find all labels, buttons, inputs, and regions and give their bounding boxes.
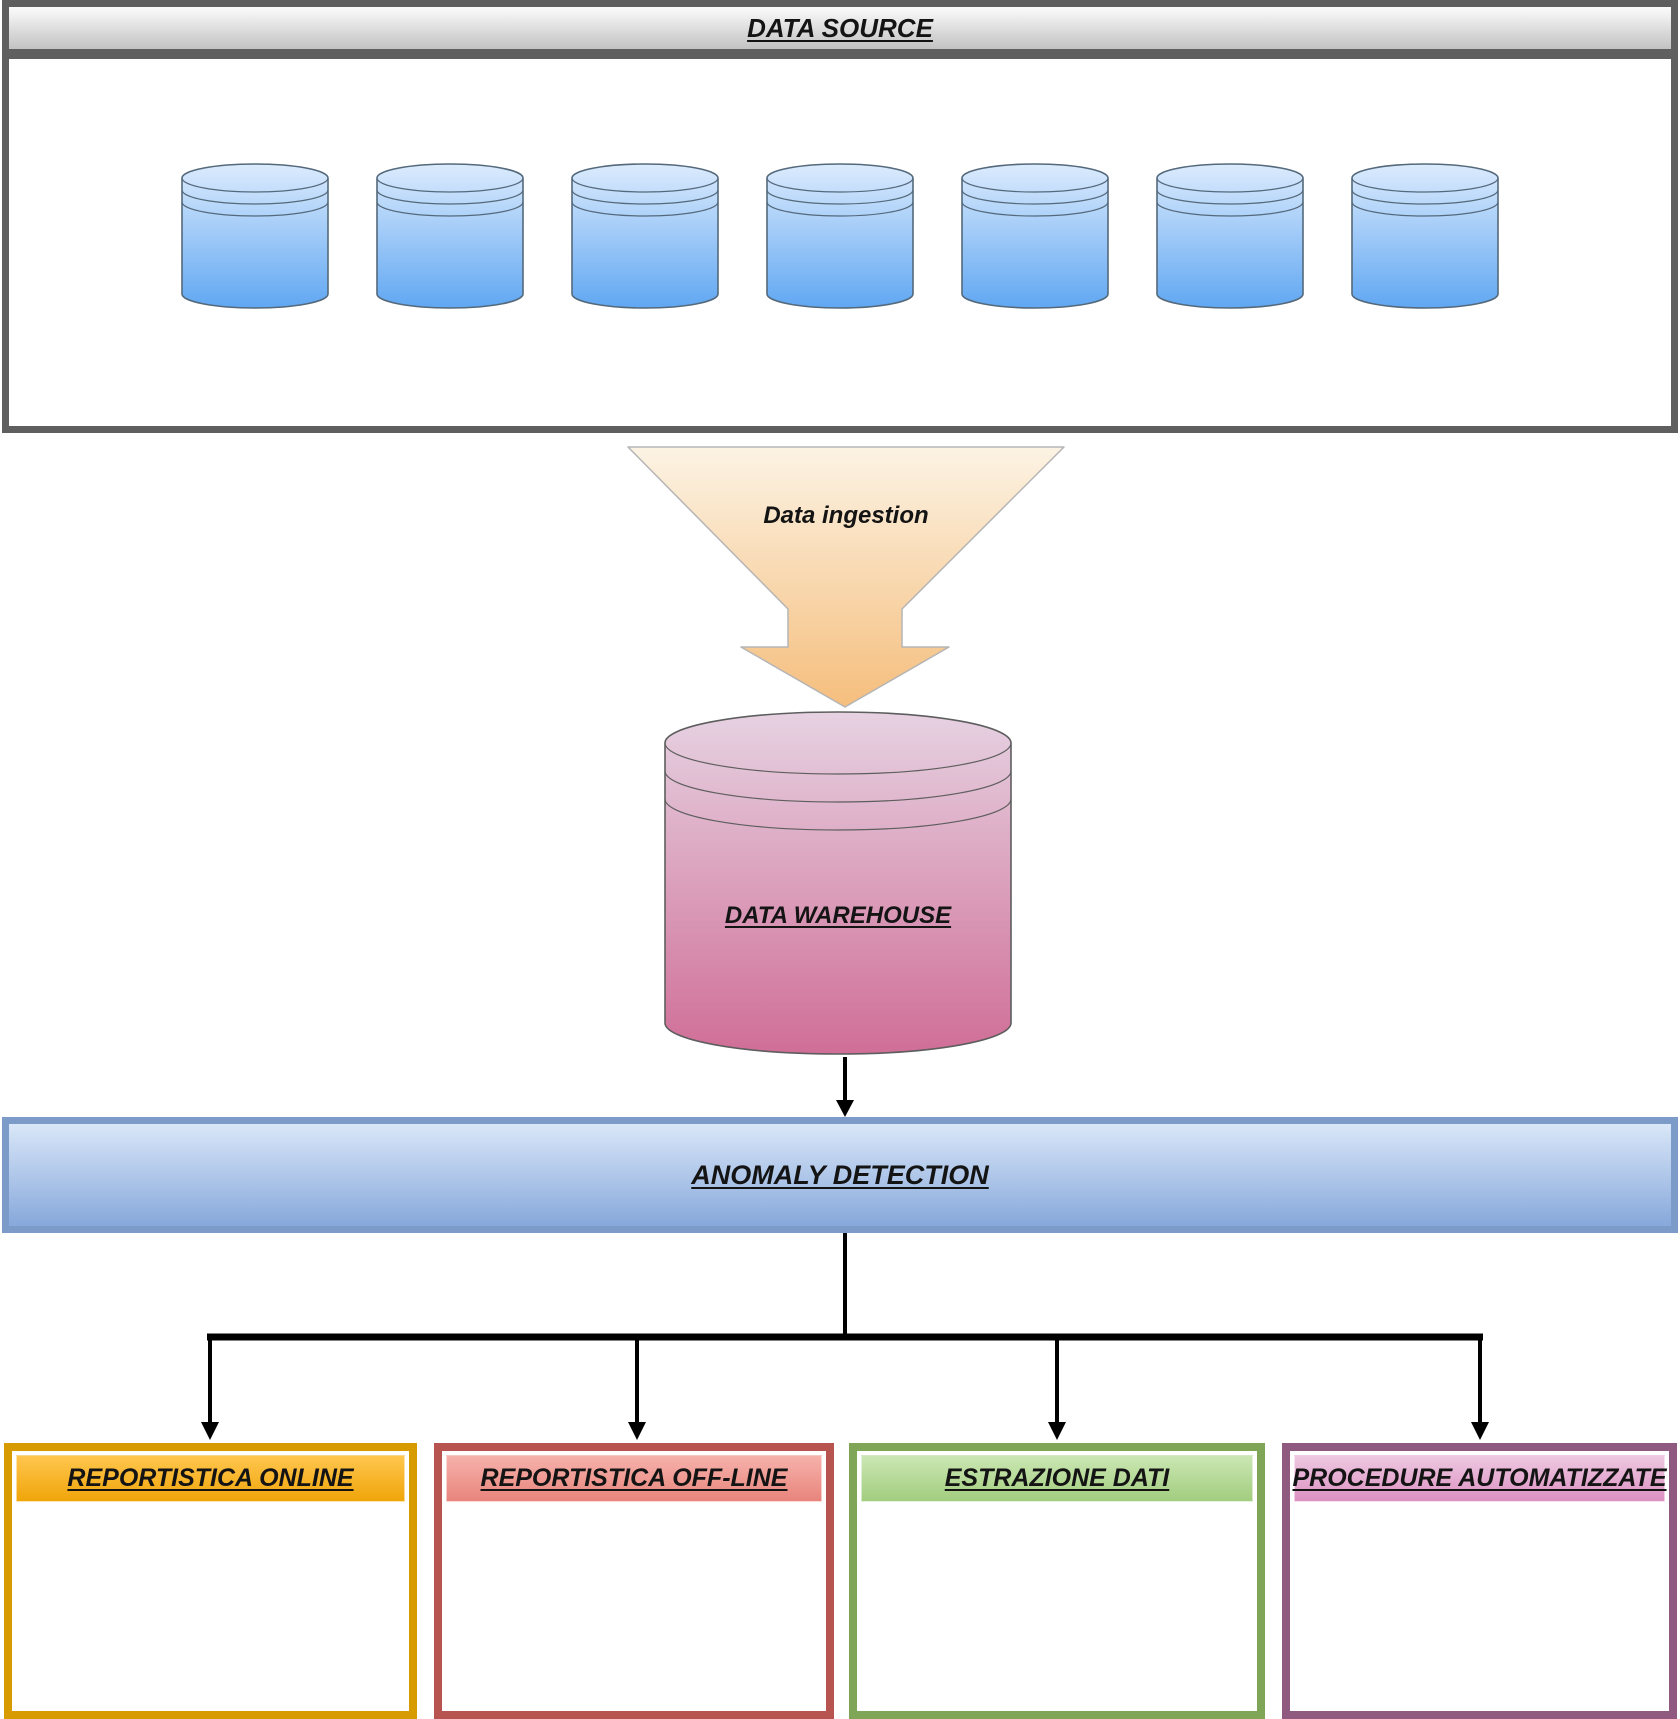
output-label: REPORTISTICA ONLINE — [67, 1464, 354, 1492]
data-warehouse-cylinder: DATA WAREHOUSE — [664, 710, 1012, 1056]
output-box-estrazione-dati: ESTRAZIONE DATI — [849, 1443, 1265, 1719]
output-label: ESTRAZIONE DATI — [944, 1464, 1170, 1492]
data-source-title: DATA SOURCE — [747, 12, 933, 43]
anomaly-detection-label: ANOMALY DETECTION — [691, 1159, 989, 1190]
database-cylinder-icon — [1351, 163, 1499, 309]
data-source-container: DATA SOURCE — [2, 0, 1678, 433]
output-header: ESTRAZIONE DATI — [861, 1455, 1253, 1502]
database-cylinder-icon — [376, 163, 524, 309]
database-cylinder-icon — [181, 163, 329, 309]
warehouse-cylinder-icon — [664, 711, 1012, 1055]
data-source-header: DATA SOURCE — [9, 7, 1671, 59]
data-warehouse-label: DATA WAREHOUSE — [724, 902, 952, 929]
output-label: REPORTISTICA OFF-LINE — [480, 1464, 788, 1492]
output-header: REPORTISTICA OFF-LINE — [446, 1455, 822, 1502]
output-box-procedure-automatizzate: PROCEDURE AUTOMATIZZATE — [1282, 1443, 1677, 1719]
database-cylinder-icon — [571, 163, 719, 309]
output-header: PROCEDURE AUTOMATIZZATE — [1292, 1455, 1667, 1502]
database-cylinder-icon — [961, 163, 1109, 309]
anomaly-to-outputs-connector — [201, 1233, 1489, 1440]
anomaly-detection-bar: ANOMALY DETECTION — [2, 1117, 1678, 1233]
output-box-reportistica-online: REPORTISTICA ONLINE — [4, 1443, 417, 1719]
database-cylinder-icon — [1156, 163, 1304, 309]
output-header: REPORTISTICA ONLINE — [16, 1455, 405, 1502]
output-box-reportistica-offline: REPORTISTICA OFF-LINE — [434, 1443, 834, 1719]
warehouse-to-anomaly-arrow — [836, 1057, 854, 1117]
data-ingestion-funnel-arrow — [627, 446, 1065, 708]
data-ingestion-label: Data ingestion — [763, 502, 929, 529]
database-cylinder-row — [9, 163, 1671, 309]
output-label: PROCEDURE AUTOMATIZZATE — [1292, 1464, 1667, 1492]
database-cylinder-icon — [766, 163, 914, 309]
